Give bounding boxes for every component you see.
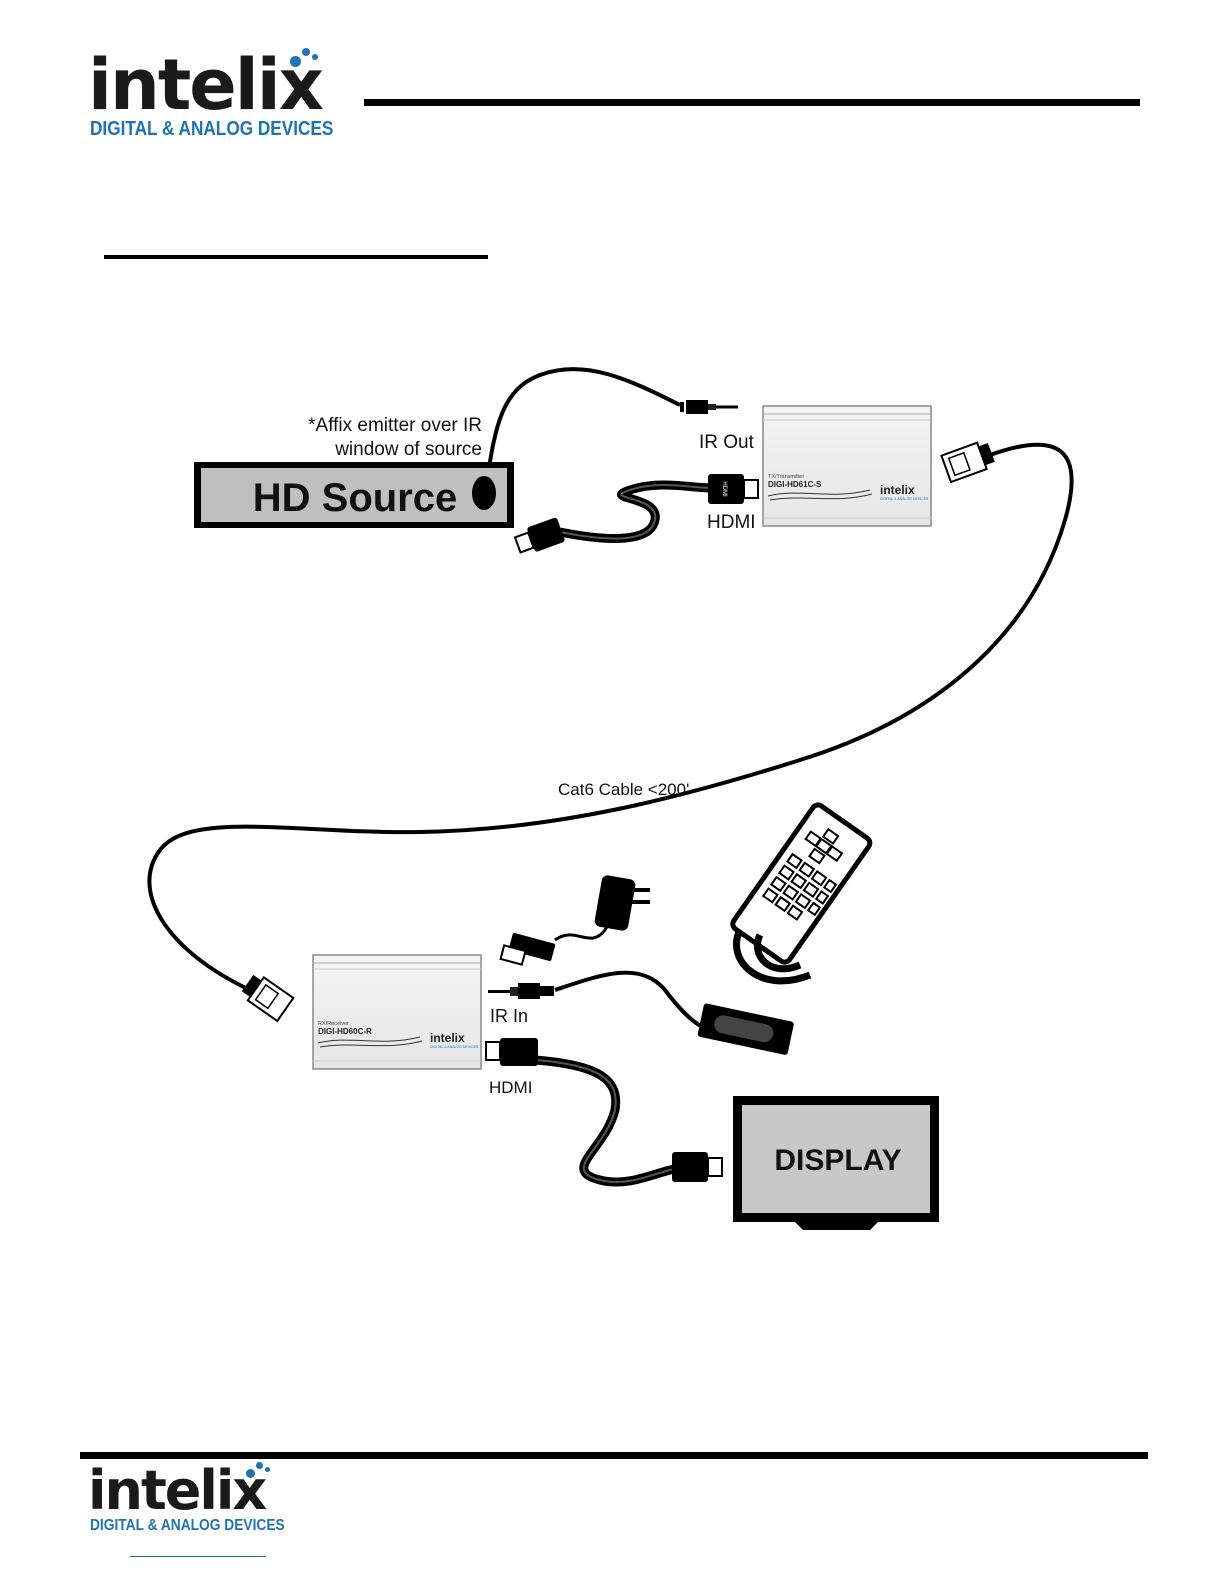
hdmi-connector-icon: HDMI bbox=[708, 474, 758, 504]
hd-source-box: HD Source bbox=[194, 462, 514, 528]
transmitter-model: DIGI-HD61C-S bbox=[768, 480, 822, 489]
footer-logo: intelix DIGITAL & ANALOG DEVICES bbox=[88, 1462, 308, 1537]
ir-out-label: IR Out bbox=[699, 432, 755, 453]
ir-receiver-cable bbox=[555, 973, 706, 1028]
transmitter-unit: TX/Transmitter DIGI-HD61C-S intelix DIGI… bbox=[763, 406, 931, 526]
hd-source-label: HD Source bbox=[253, 476, 458, 520]
display-label: DISPLAY bbox=[774, 1144, 901, 1177]
logo-tagline: DIGITAL & ANALOG DEVICES bbox=[90, 1517, 285, 1535]
hdmi-connector-icon bbox=[486, 1038, 538, 1066]
cable-label: Cat6 Cable <200' bbox=[558, 780, 689, 799]
ir-receiver-icon bbox=[697, 1003, 794, 1055]
ir-in-label: IR In bbox=[490, 1006, 528, 1026]
hdmi-rx-label: HDMI bbox=[489, 1078, 532, 1097]
receiver-unit: RX/Receiver DIGI-HD60C-R intelix DIGITAL… bbox=[313, 955, 481, 1069]
rj45-connector-icon bbox=[240, 972, 294, 1021]
emitter-note-line1: *Affix emitter over IR bbox=[308, 415, 482, 436]
audio-jack-icon bbox=[680, 400, 738, 414]
footer-rule bbox=[80, 1452, 1148, 1459]
transmitter-brand: intelix bbox=[880, 483, 915, 497]
display-icon: DISPLAY bbox=[733, 1096, 939, 1230]
rj45-connector-icon bbox=[941, 439, 996, 482]
hdmi-cable-rx bbox=[535, 1060, 680, 1182]
receiver-model: DIGI-HD60C-R bbox=[318, 1027, 372, 1036]
audio-jack-icon bbox=[488, 983, 554, 999]
power-adapter-icon bbox=[501, 874, 650, 964]
hdmi-tx-label: HDMI bbox=[707, 512, 756, 533]
remote-control-icon bbox=[730, 803, 872, 965]
ir-emitter-icon bbox=[472, 476, 496, 510]
svg-text:DIGITAL & ANALOG DEVICES: DIGITAL & ANALOG DEVICES bbox=[880, 497, 929, 501]
hdmi-connector-icon bbox=[672, 1152, 722, 1182]
svg-text:HDMI: HDMI bbox=[721, 481, 727, 497]
emitter-note-line2: window of source bbox=[334, 439, 482, 460]
hdmi-connector-icon bbox=[513, 517, 565, 557]
ir-emitter-cable bbox=[486, 369, 680, 486]
hdmi-cable-tx bbox=[560, 485, 712, 539]
receiver-brand: intelix bbox=[430, 1031, 465, 1045]
footer-link-underline bbox=[130, 1556, 266, 1557]
logo-wordmark: intelix bbox=[88, 1464, 265, 1518]
svg-text:DIGITAL & ANALOG DEVICES: DIGITAL & ANALOG DEVICES bbox=[430, 1045, 479, 1049]
